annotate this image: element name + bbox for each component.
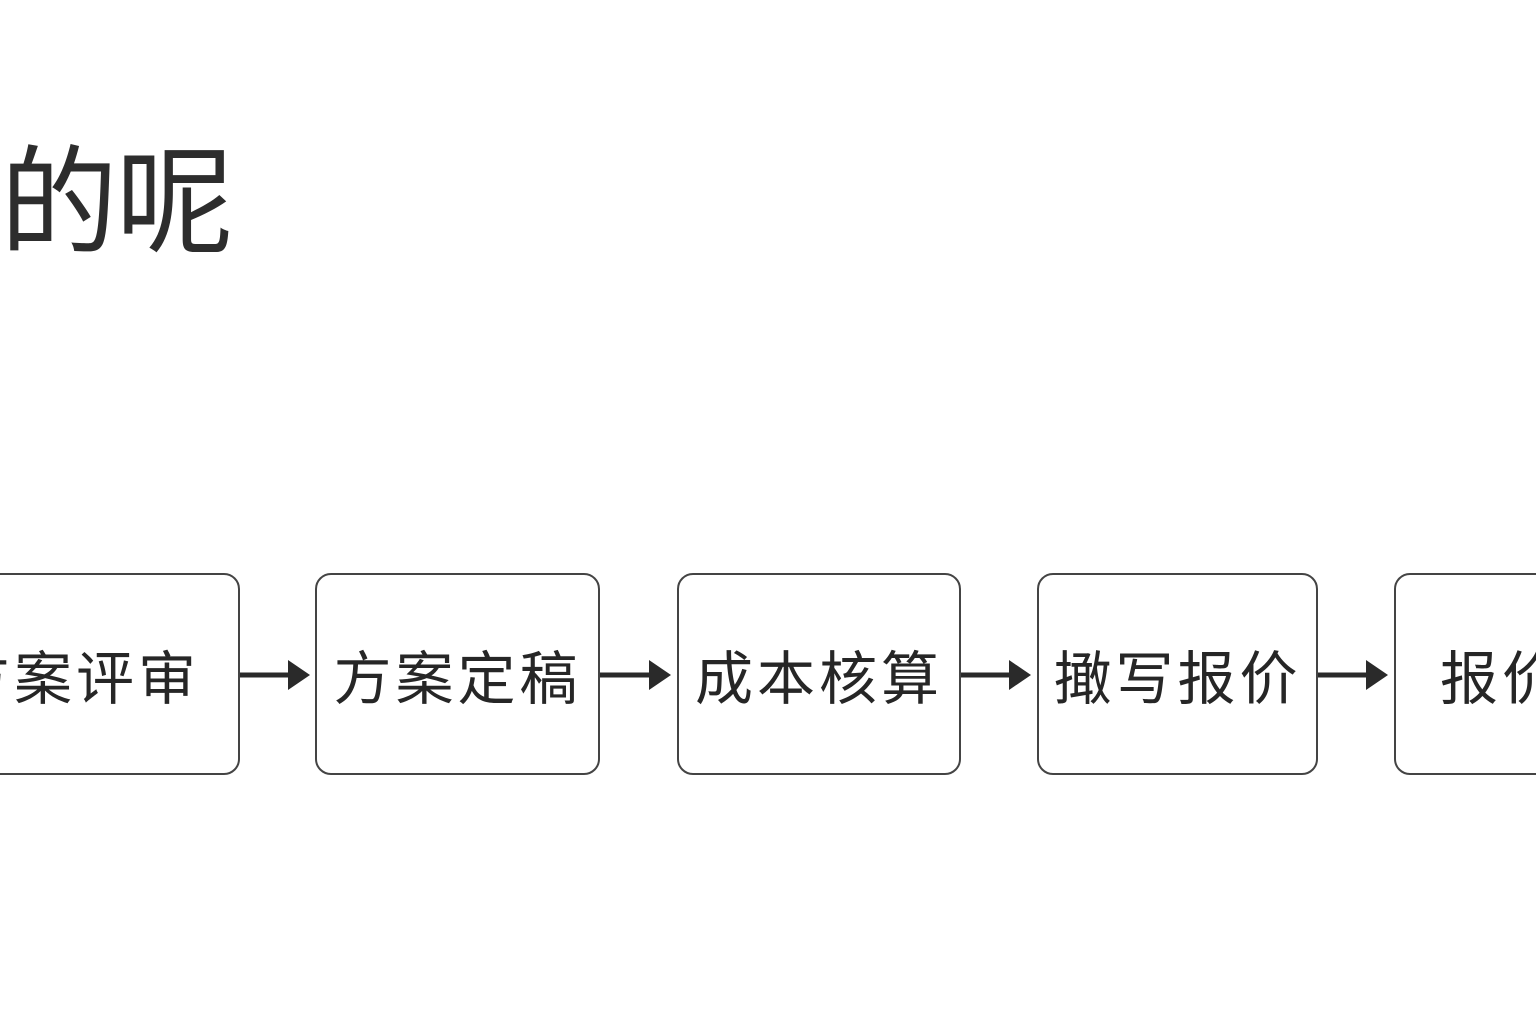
flow-arrow-2 [600,655,673,695]
flow-step-1-label: 方案评审 [0,645,200,713]
right-arrow-icon [1318,660,1388,690]
right-arrow-icon [240,660,310,690]
flow-step-1: 方案评审 [0,573,240,775]
page-title: 的呢 [0,134,234,272]
flow-step-2-label: 方案定稿 [333,645,582,713]
right-arrow-icon [600,660,671,690]
flow-step-4-label: 撖写报价 [1053,645,1302,713]
flow-step-5-label: 报价 [1440,645,1536,713]
right-arrow-icon [961,660,1031,690]
flow-step-4: 撖写报价 [1037,573,1318,775]
flow-arrow-4 [1318,655,1390,695]
flow-arrow-3 [961,655,1033,695]
flow-arrow-1 [240,655,312,695]
flow-step-3-label: 成本核算 [694,645,943,713]
flow-step-2: 方案定稿 [315,573,600,775]
flow-step-3: 成本核算 [677,573,961,775]
flow-step-5: 报价 [1394,573,1536,775]
